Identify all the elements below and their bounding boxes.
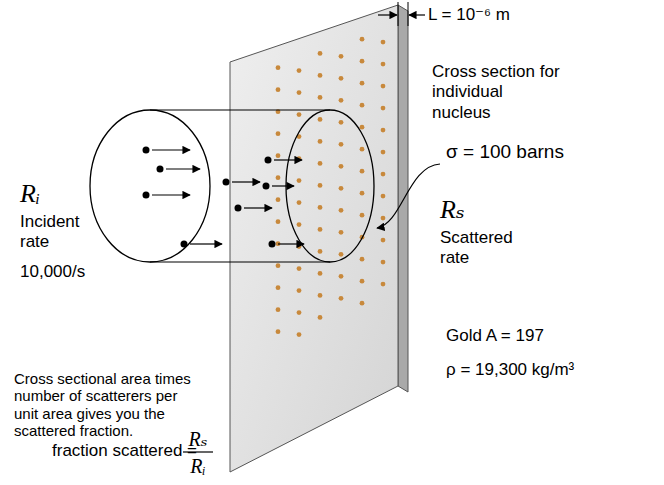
nucleus-dot bbox=[318, 161, 323, 166]
nucleus-dot bbox=[360, 257, 365, 262]
nucleus-dot bbox=[381, 260, 386, 265]
nucleus-dot bbox=[318, 117, 323, 122]
nucleus-dot bbox=[297, 266, 302, 271]
nucleus-dot bbox=[339, 120, 344, 125]
nucleus-dot bbox=[381, 216, 386, 221]
nucleus-dot bbox=[360, 147, 365, 152]
nucleus-dot bbox=[276, 197, 281, 202]
nucleus-dot bbox=[297, 68, 302, 73]
density-label: ρ = 19,300 kg/m³ bbox=[446, 360, 574, 380]
formula-text: fraction scattered = bbox=[52, 441, 197, 461]
nucleus-dot bbox=[276, 153, 281, 158]
nucleus-dot bbox=[339, 208, 344, 213]
nucleus-dot bbox=[381, 40, 386, 45]
nucleus-dot bbox=[276, 65, 281, 70]
nucleus-dot bbox=[297, 90, 302, 95]
nucleus-dot bbox=[381, 282, 386, 287]
rate-label: Incident rate bbox=[20, 212, 100, 253]
nucleus-dot bbox=[276, 87, 281, 92]
nucleus-dot bbox=[276, 307, 281, 312]
rate-value: 10,000/s bbox=[20, 262, 85, 282]
target-beam-section bbox=[286, 110, 374, 262]
nucleus-dot bbox=[360, 125, 365, 130]
nucleus-dot bbox=[297, 178, 302, 183]
nucleus-dot bbox=[318, 205, 323, 210]
nucleus-dot bbox=[318, 95, 323, 100]
nucleus-dot bbox=[360, 191, 365, 196]
incident-beam-section bbox=[90, 110, 210, 262]
nucleus-dot bbox=[360, 279, 365, 284]
nucleus-dot bbox=[318, 51, 323, 56]
nucleus-dot bbox=[360, 103, 365, 108]
nucleus-dot bbox=[381, 194, 386, 199]
nucleus-dot bbox=[360, 59, 365, 64]
nucleus-dot bbox=[276, 175, 281, 180]
nucleus-dot bbox=[297, 200, 302, 205]
nucleus-dot bbox=[339, 76, 344, 81]
nucleus-dot bbox=[276, 219, 281, 224]
nucleus-dot bbox=[297, 244, 302, 249]
rate-symbol: Rₛ bbox=[440, 194, 465, 225]
nucleus-dot bbox=[276, 263, 281, 268]
nucleus-dot bbox=[297, 310, 302, 315]
gold-foil bbox=[230, 5, 398, 472]
nucleus-dot bbox=[339, 274, 344, 279]
nucleus-dot bbox=[297, 332, 302, 337]
nucleus-dot bbox=[318, 293, 323, 298]
nucleus-dot bbox=[318, 139, 323, 144]
dimension-arrow bbox=[409, 14, 425, 15]
nucleus-dot bbox=[318, 315, 323, 320]
nucleus-dot bbox=[318, 183, 323, 188]
nucleus-dot bbox=[339, 98, 344, 103]
nucleus-dot bbox=[339, 252, 344, 257]
nucleus-dot bbox=[381, 62, 386, 67]
nucleus-dot bbox=[381, 106, 386, 111]
nucleus-dot bbox=[297, 112, 302, 117]
dimension-arrow bbox=[378, 14, 397, 15]
nucleus-dot bbox=[360, 169, 365, 174]
nucleus-dot bbox=[339, 230, 344, 235]
nucleus-dot bbox=[276, 131, 281, 136]
nucleus-dot bbox=[276, 285, 281, 290]
dimension-label: L = 10⁻⁶ m bbox=[428, 5, 510, 25]
nucleus-dot bbox=[297, 222, 302, 227]
nucleus-dot bbox=[381, 128, 386, 133]
leader-line bbox=[377, 164, 440, 228]
material-label: Gold A = 197 bbox=[446, 326, 544, 346]
nucleus-dot bbox=[381, 84, 386, 89]
nucleus-dot bbox=[339, 54, 344, 59]
nucleus-dot bbox=[381, 172, 386, 177]
nucleus-dot bbox=[381, 238, 386, 243]
dimension-tick bbox=[398, 2, 399, 26]
nucleus-dot bbox=[318, 271, 323, 276]
fraction-denominator: Rᵢ bbox=[178, 455, 218, 477]
nucleus-dot bbox=[318, 249, 323, 254]
nucleus-dot bbox=[339, 164, 344, 169]
nucleus-dot bbox=[318, 227, 323, 232]
fraction-numerator: Rₛ bbox=[178, 428, 218, 450]
nucleus-dot bbox=[360, 81, 365, 86]
rate-label: Scattered rate bbox=[440, 228, 532, 269]
nucleus-dot bbox=[381, 150, 386, 155]
nucleus-dot bbox=[339, 296, 344, 301]
nucleus-dot bbox=[339, 142, 344, 147]
cross-section-value: σ = 100 barns bbox=[446, 141, 564, 164]
nucleus-dot bbox=[297, 288, 302, 293]
nucleus-dot bbox=[360, 301, 365, 306]
beam-outline bbox=[150, 261, 330, 262]
nucleus-dot bbox=[360, 37, 365, 42]
callout-text: Cross section for individual nucleus bbox=[432, 62, 560, 123]
plate-edge bbox=[398, 5, 408, 392]
dimension-tick bbox=[408, 2, 409, 26]
incident-particles bbox=[143, 147, 305, 248]
nucleus-dot bbox=[318, 73, 323, 78]
explanation-note: Cross sectional area times number of sca… bbox=[14, 370, 202, 439]
nucleus-dot bbox=[339, 186, 344, 191]
nucleus-dot bbox=[360, 213, 365, 218]
beam-outline bbox=[150, 109, 330, 110]
rate-symbol: Rᵢ bbox=[20, 178, 40, 209]
nuclei-grid bbox=[276, 37, 386, 337]
nucleus-dot bbox=[276, 329, 281, 334]
